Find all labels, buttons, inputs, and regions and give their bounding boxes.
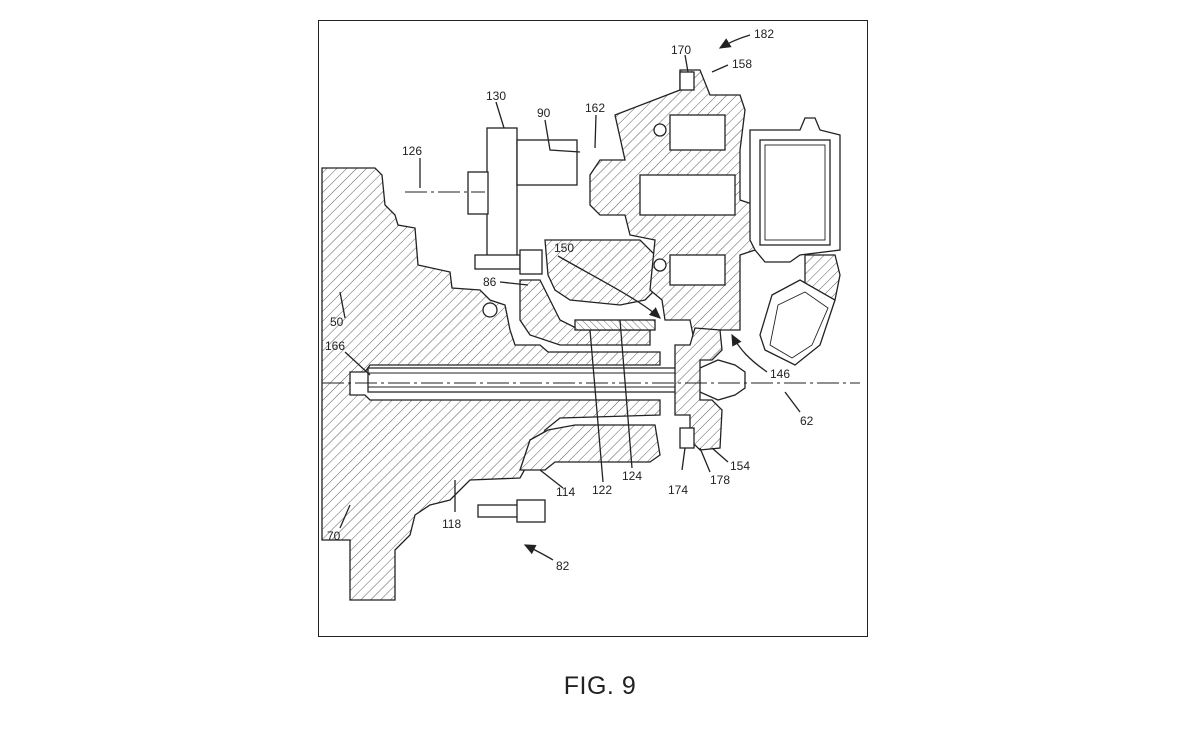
label-130: 130 bbox=[486, 89, 506, 103]
figure-caption: FIG. 9 bbox=[563, 672, 637, 700]
label-146: 146 bbox=[770, 367, 790, 381]
label-124: 124 bbox=[622, 469, 642, 483]
motor-body bbox=[486, 127, 518, 257]
label-126: 126 bbox=[402, 144, 422, 158]
label-86: 86 bbox=[483, 275, 497, 289]
label-158: 158 bbox=[732, 57, 752, 71]
label-62: 62 bbox=[800, 414, 814, 428]
leader-lines bbox=[339, 34, 801, 561]
label-70: 70 bbox=[327, 529, 341, 543]
label-162: 162 bbox=[585, 101, 605, 115]
label-178: 178 bbox=[710, 473, 730, 487]
flange-hole bbox=[482, 302, 498, 318]
bearing-lower bbox=[679, 427, 695, 449]
housing-body bbox=[321, 167, 661, 601]
bearing-upper bbox=[679, 71, 695, 91]
shaft bbox=[367, 359, 746, 401]
label-118: 118 bbox=[442, 517, 461, 531]
label-82: 82 bbox=[556, 559, 570, 573]
gear-housing bbox=[544, 239, 656, 306]
label-174: 174 bbox=[668, 483, 688, 497]
label-166: 166 bbox=[325, 339, 345, 353]
label-114: 114 bbox=[556, 485, 575, 499]
label-170: 170 bbox=[671, 43, 691, 57]
upper-bolt bbox=[474, 249, 543, 275]
label-154: 154 bbox=[730, 459, 750, 473]
gear-pack bbox=[574, 319, 656, 331]
label-182: 182 bbox=[754, 27, 774, 41]
lower-bolt bbox=[477, 499, 546, 523]
end-cover bbox=[674, 327, 723, 451]
label-150: 150 bbox=[554, 241, 574, 255]
label-50: 50 bbox=[330, 315, 344, 329]
label-90: 90 bbox=[537, 106, 551, 120]
label-122: 122 bbox=[592, 483, 612, 497]
